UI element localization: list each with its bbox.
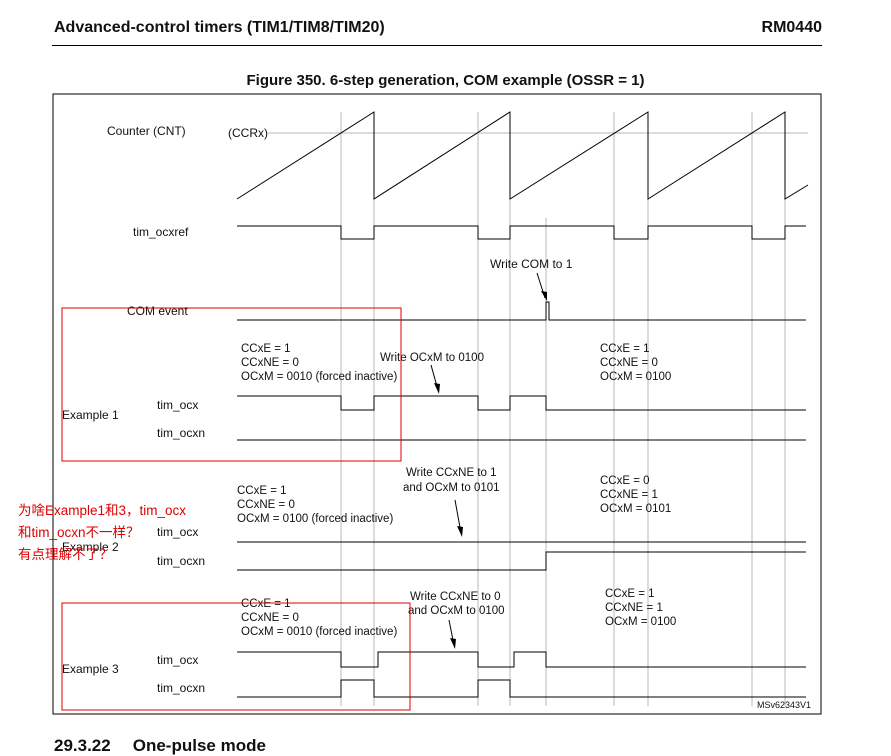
ex1-before-line: OCxM = 0010 (forced inactive) bbox=[241, 371, 397, 383]
ex3-ocxn-waveform bbox=[237, 679, 806, 698]
header-rule bbox=[52, 45, 822, 46]
ex3-after-line: CCxE = 1 bbox=[605, 588, 655, 600]
com-event-waveform bbox=[237, 301, 806, 321]
document-code: RM0440 bbox=[761, 19, 822, 36]
ex1-before-line: CCxNE = 0 bbox=[241, 357, 299, 369]
ex1-ocx-waveform bbox=[237, 395, 806, 411]
ex1-ocxn-label: tim_ocxn bbox=[157, 426, 205, 440]
ex1-write-arrowhead bbox=[434, 383, 440, 394]
ex2-ocx-label: tim_ocx bbox=[157, 525, 198, 539]
ex2-write-arrowhead bbox=[457, 526, 463, 537]
comment-line: 为啥Example1和3，tim_ocx bbox=[18, 503, 187, 518]
ex3-after-line: CCxNE = 1 bbox=[605, 602, 663, 614]
ex2-before-line: OCxM = 0100 (forced inactive) bbox=[237, 513, 393, 525]
ex2-write-note: Write CCxNE to 1 bbox=[406, 467, 497, 479]
ex3-ocx-waveform bbox=[237, 651, 806, 668]
ex3-write-note: and OCxM to 0100 bbox=[408, 605, 505, 617]
ex1-before-line: CCxE = 1 bbox=[241, 343, 291, 355]
ex3-before-line: CCxE = 1 bbox=[241, 598, 291, 610]
ex3-after-line: OCxM = 0100 bbox=[605, 616, 676, 628]
user-comment: 为啥Example1和3，tim_ocx 和tim_ocxn不一样？ 有点理解不… bbox=[18, 500, 186, 566]
header-title: Advanced-control timers (TIM1/TIM8/TIM20… bbox=[54, 19, 385, 36]
section-number: 29.3.22 bbox=[54, 736, 111, 755]
ccrx-label: (CCRx) bbox=[228, 126, 268, 140]
example-3-label: Example 3 bbox=[62, 662, 119, 676]
annotation-box-example-3 bbox=[61, 602, 411, 711]
ex2-ocxn-waveform bbox=[237, 551, 806, 571]
ocxref-waveform bbox=[237, 225, 806, 240]
ex2-write-note: and OCxM to 0101 bbox=[403, 482, 500, 494]
comment-line: 有点理解不了？ bbox=[18, 547, 113, 562]
ocxref-label: tim_ocxref bbox=[133, 225, 189, 239]
figure-frame bbox=[52, 93, 822, 715]
ex1-write-note: Write OCxM to 0100 bbox=[380, 352, 484, 364]
com-event-label: COM event bbox=[127, 304, 188, 318]
ex2-ocxn-label: tim_ocxn bbox=[157, 554, 205, 568]
ex1-after-line: CCxNE = 0 bbox=[600, 357, 658, 369]
example-1-label: Example 1 bbox=[62, 408, 119, 422]
ex2-before-line: CCxNE = 0 bbox=[237, 499, 295, 511]
ex3-write-arrowhead bbox=[450, 638, 456, 649]
ex3-ocx-label: tim_ocx bbox=[157, 653, 198, 667]
write-com-note: Write COM to 1 bbox=[490, 257, 573, 271]
comment-line: 和tim_ocxn不一样？ bbox=[18, 525, 140, 540]
ex3-before-line: OCxM = 0010 (forced inactive) bbox=[241, 626, 397, 638]
figure-ref-code: MSv62343V1 bbox=[757, 700, 811, 710]
write-com-arrowhead bbox=[541, 291, 547, 301]
section-title: One-pulse mode bbox=[132, 736, 266, 755]
ex2-after-line: CCxE = 0 bbox=[600, 475, 650, 487]
ex1-ocx-label: tim_ocx bbox=[157, 398, 198, 412]
ex3-before-line: CCxNE = 0 bbox=[241, 612, 299, 624]
figure-title: Figure 350. 6-step generation, COM examp… bbox=[246, 72, 645, 89]
ex2-before-line: CCxE = 1 bbox=[237, 485, 287, 497]
example-2-label: Example 2 bbox=[62, 540, 119, 554]
ex2-after-line: OCxM = 0101 bbox=[600, 503, 671, 515]
ex3-ocxn-label: tim_ocxn bbox=[157, 681, 205, 695]
section-heading: 29.3.22 One-pulse mode bbox=[54, 736, 266, 756]
ex1-after-line: CCxE = 1 bbox=[600, 343, 650, 355]
annotation-box-example-1 bbox=[61, 307, 402, 462]
counter-label: Counter (CNT) bbox=[107, 124, 186, 138]
ex1-after-line: OCxM = 0100 bbox=[600, 371, 671, 383]
counter-waveform bbox=[236, 111, 809, 200]
ex2-after-line: CCxNE = 1 bbox=[600, 489, 658, 501]
ex3-write-note: Write CCxNE to 0 bbox=[410, 591, 501, 603]
